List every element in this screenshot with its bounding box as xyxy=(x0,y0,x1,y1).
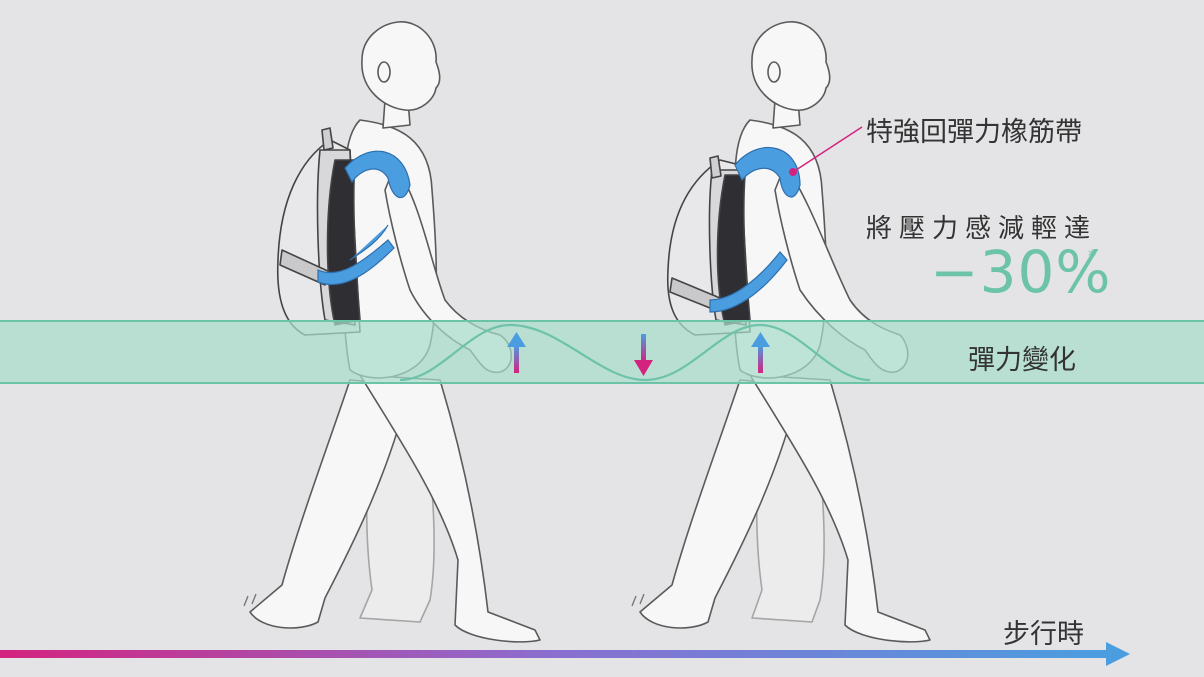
timeline-arrow-icon xyxy=(1106,642,1130,666)
down-arrow-icon xyxy=(634,334,653,376)
head xyxy=(751,21,831,111)
strap-leader-line xyxy=(792,126,863,173)
back-leg xyxy=(249,379,411,629)
pressure-reduction-value: −30% xyxy=(930,238,1112,306)
elasticity-wave xyxy=(399,323,871,382)
head xyxy=(361,21,441,111)
footnote-marker: * xyxy=(1088,246,1096,265)
back-leg xyxy=(639,379,801,629)
strap-label: 特強回彈力橡筋帶 xyxy=(866,117,1082,148)
pressure-reduction-caption: 將壓力感減輕達 xyxy=(866,214,1098,244)
front-leg xyxy=(749,374,931,643)
backpack-right xyxy=(666,155,751,336)
front-leg xyxy=(359,374,541,643)
strap-left-lower xyxy=(317,239,395,286)
motion-mark xyxy=(243,593,645,607)
strap-left xyxy=(344,150,411,261)
up-arrow-icon xyxy=(507,332,526,373)
backpack-left xyxy=(276,127,361,336)
elasticity-band xyxy=(0,320,1204,384)
up-arrow-icon xyxy=(751,332,770,373)
strap-right xyxy=(734,147,801,198)
walking-axis-label: 步行時 xyxy=(1003,619,1084,650)
strap-marker-dot xyxy=(789,168,797,176)
walker-figure-right xyxy=(639,21,931,643)
strap-right-lower xyxy=(709,251,788,313)
timeline-bar xyxy=(0,650,1110,658)
elasticity-change-label: 彈力變化 xyxy=(968,345,1076,376)
